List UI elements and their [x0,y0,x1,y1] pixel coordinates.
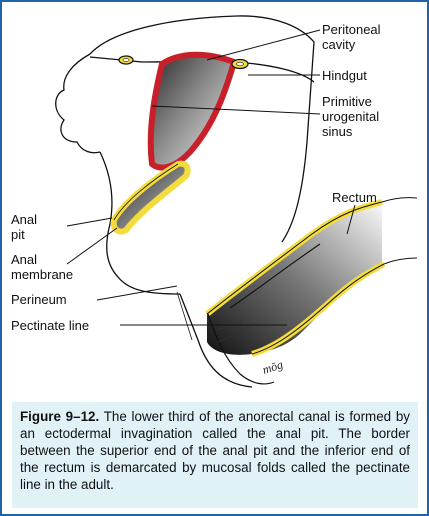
anal-pit [110,160,191,235]
anorectal-diagram: mōg [55,15,418,388]
rectum-detail [205,197,418,385]
caption-text: The lower third of the anorectal canal i… [20,409,410,492]
label-perineum: Perineum [11,292,67,307]
figure-caption: Figure 9–12. The lower third of the anor… [12,402,418,508]
caption-title: Figure 9–12. [20,409,100,424]
leader-lines [66,29,356,326]
label-peritoneal-cavity: Peritoneal cavity [322,22,381,52]
label-rectum: Rectum [332,190,377,205]
artist-signature: mōg [261,357,285,377]
label-anal-membrane: Anal membrane [11,252,74,282]
label-pectinate-line: Pectinate line [11,318,90,333]
label-primitive-urogenital-sinus: Primitive urogenital sinus [322,94,380,139]
urogenital-sinus-lining [147,51,237,171]
label-hindgut: Hindgut [322,68,367,83]
label-anal-pit: Anal pit [11,212,38,242]
